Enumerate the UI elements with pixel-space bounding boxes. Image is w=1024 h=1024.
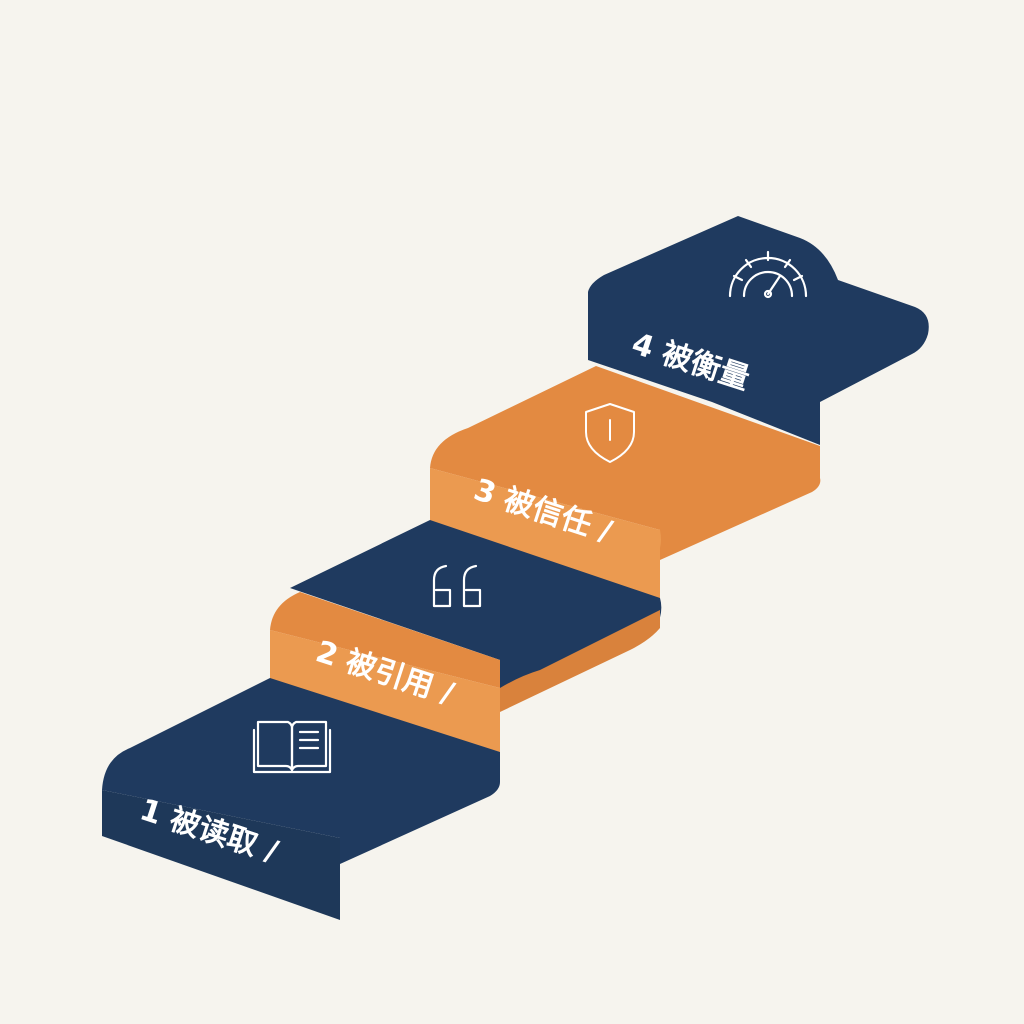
step-2-front: [270, 630, 500, 752]
step-3-top: [430, 366, 821, 560]
step-2: 2 被引用 /: [270, 592, 660, 752]
open-book-icon: [252, 720, 332, 774]
step-2-upper-surface: [290, 520, 662, 700]
step-4: 4 被衡量: [588, 216, 929, 445]
step-2-upper: [290, 520, 662, 700]
quote-marks-icon: [432, 564, 482, 608]
step-2-top: [270, 592, 500, 688]
shield-icon: [585, 403, 635, 463]
step-3-front: [430, 468, 661, 600]
step-3: 3 被信任 /: [430, 366, 821, 600]
step-4-ribbon: [588, 216, 929, 445]
step-1-front: [102, 790, 340, 920]
step-2-side: [500, 610, 660, 712]
gauge-icon: [728, 250, 808, 299]
